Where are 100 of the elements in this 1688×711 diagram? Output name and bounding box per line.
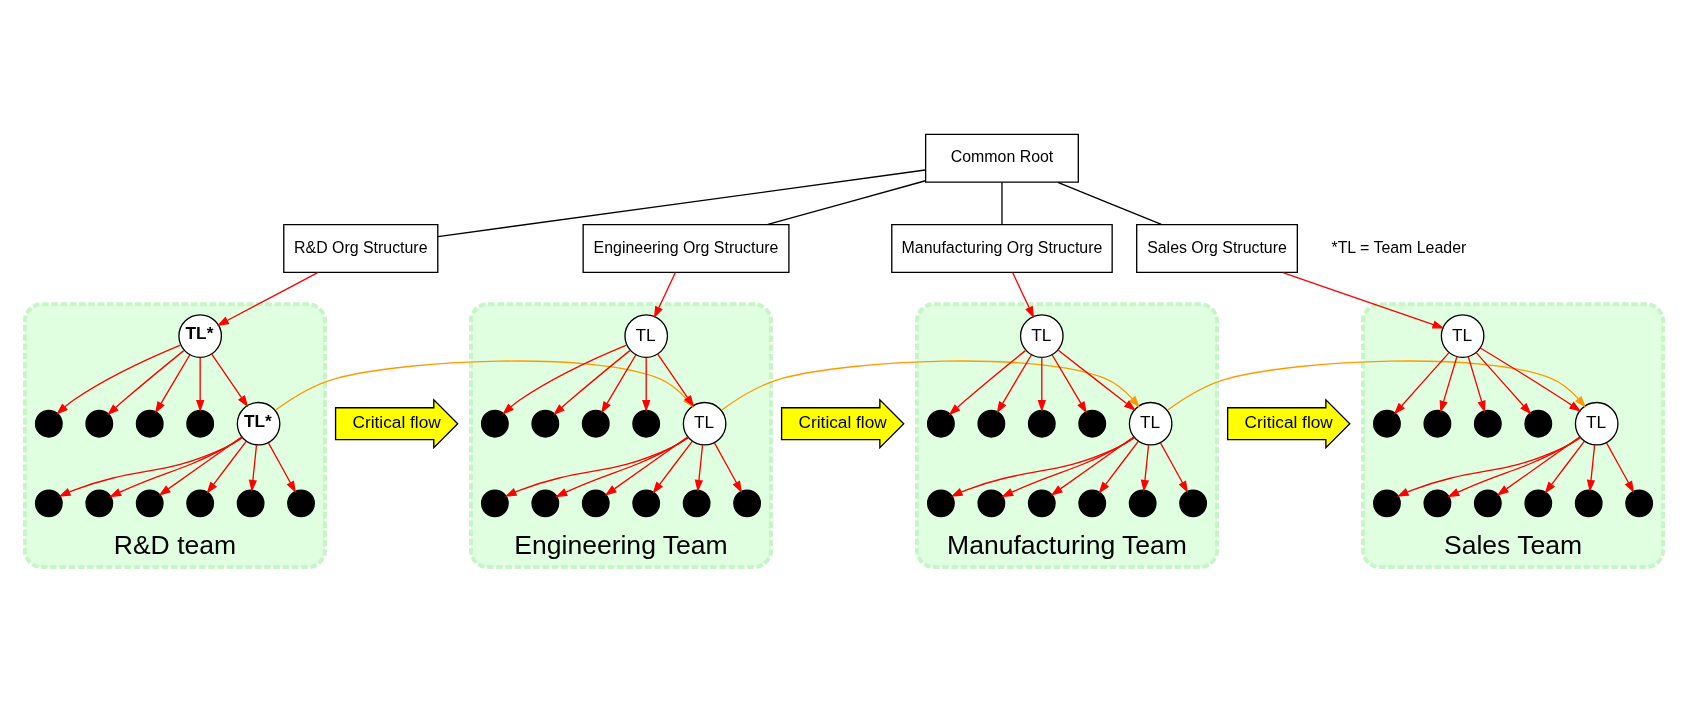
arrow	[1605, 441, 1635, 493]
arrow	[948, 349, 1027, 415]
node-circle	[632, 488, 661, 517]
connector	[1057, 181, 1163, 225]
arrow	[996, 353, 1032, 413]
node-box: Common Root	[924, 133, 1079, 183]
arrow	[601, 353, 637, 413]
node-circle	[632, 409, 661, 438]
node-circle	[1574, 488, 1603, 517]
node-circle: TL	[1440, 313, 1485, 358]
node-circle	[1473, 488, 1502, 517]
node-circle	[480, 409, 509, 438]
arrow	[721, 359, 1140, 411]
node-circle	[926, 488, 955, 517]
arrow	[58, 436, 243, 497]
arrow	[1393, 351, 1450, 415]
arrow	[1544, 440, 1585, 494]
arrow	[553, 349, 631, 415]
connector	[437, 168, 926, 237]
arrow	[267, 441, 297, 493]
arrow	[107, 349, 185, 415]
node-box: R&D Org Structure	[283, 223, 439, 273]
arrow	[211, 353, 249, 407]
node-circle	[135, 409, 164, 438]
node-circle: TL*	[236, 401, 281, 446]
node-circle	[236, 488, 265, 517]
node-circle	[1128, 488, 1157, 517]
arrow	[196, 356, 205, 412]
node-circle: TL	[1019, 313, 1064, 358]
arrow	[1479, 346, 1582, 412]
arrow	[158, 435, 243, 496]
arrow	[1475, 351, 1532, 415]
node-circle	[287, 488, 315, 517]
arrow	[1496, 435, 1581, 496]
arrow	[642, 356, 651, 412]
node-circle	[85, 409, 114, 438]
arrow	[1586, 443, 1596, 492]
arrow	[502, 344, 628, 415]
arrow	[1001, 436, 1135, 497]
arrow	[555, 436, 689, 497]
node-box: Engineering Org Structure	[582, 223, 790, 273]
arrow	[1140, 443, 1150, 492]
connector	[767, 179, 927, 225]
arrow	[206, 440, 247, 494]
node-circle	[1027, 409, 1056, 438]
node-box: Manufacturing Org Structure	[891, 223, 1113, 273]
arrow	[1447, 436, 1581, 497]
node-circle	[85, 488, 114, 517]
node-circle	[1078, 488, 1107, 517]
arrow	[1282, 271, 1445, 329]
arrow	[1037, 356, 1046, 412]
node-circle	[1078, 409, 1107, 438]
arrow	[653, 271, 677, 318]
arrow	[1439, 355, 1458, 413]
arrow	[1050, 435, 1135, 496]
node-circle	[1027, 488, 1056, 517]
arrow	[950, 436, 1136, 497]
node-circle	[1524, 488, 1553, 517]
node-circle	[926, 409, 955, 438]
node-circle	[34, 488, 63, 517]
arrow	[216, 271, 319, 326]
arrow	[1167, 359, 1586, 411]
arrow	[155, 353, 191, 413]
node-circle	[581, 409, 610, 438]
arrow	[504, 436, 690, 497]
node-box: Sales Org Structure	[1136, 223, 1298, 273]
node-circle	[682, 488, 711, 517]
arrow	[1051, 353, 1087, 413]
arrow	[1396, 436, 1582, 497]
node-circle: TL	[1574, 401, 1619, 446]
node-circle	[186, 409, 215, 438]
arrow	[1011, 271, 1035, 318]
node-circle	[581, 488, 610, 517]
node-circle	[531, 488, 560, 517]
node-circle	[480, 488, 509, 517]
node-circle	[1524, 409, 1553, 438]
node-circle	[1179, 488, 1208, 517]
arrow	[1467, 355, 1486, 413]
node-circle	[1473, 409, 1502, 438]
connector	[1001, 181, 1003, 225]
node-circle	[1373, 488, 1401, 517]
arrow	[1057, 349, 1136, 411]
arrow	[694, 443, 704, 492]
node-circle: TL*	[178, 313, 223, 358]
node-circle	[733, 488, 762, 517]
node-circle	[135, 488, 164, 517]
node-circle: TL	[682, 401, 727, 446]
node-circle: TL	[1128, 401, 1173, 446]
arrow	[713, 441, 743, 493]
node-circle	[1625, 488, 1654, 517]
node-circle	[186, 488, 215, 517]
arrow	[1098, 440, 1139, 494]
arrow	[248, 443, 258, 492]
arrow	[652, 440, 693, 494]
node-circle	[531, 409, 560, 438]
node-circle	[34, 409, 63, 438]
node-circle: TL	[624, 313, 669, 358]
arrow	[1159, 441, 1189, 493]
arrow	[604, 435, 689, 496]
node-circle	[1373, 409, 1401, 438]
